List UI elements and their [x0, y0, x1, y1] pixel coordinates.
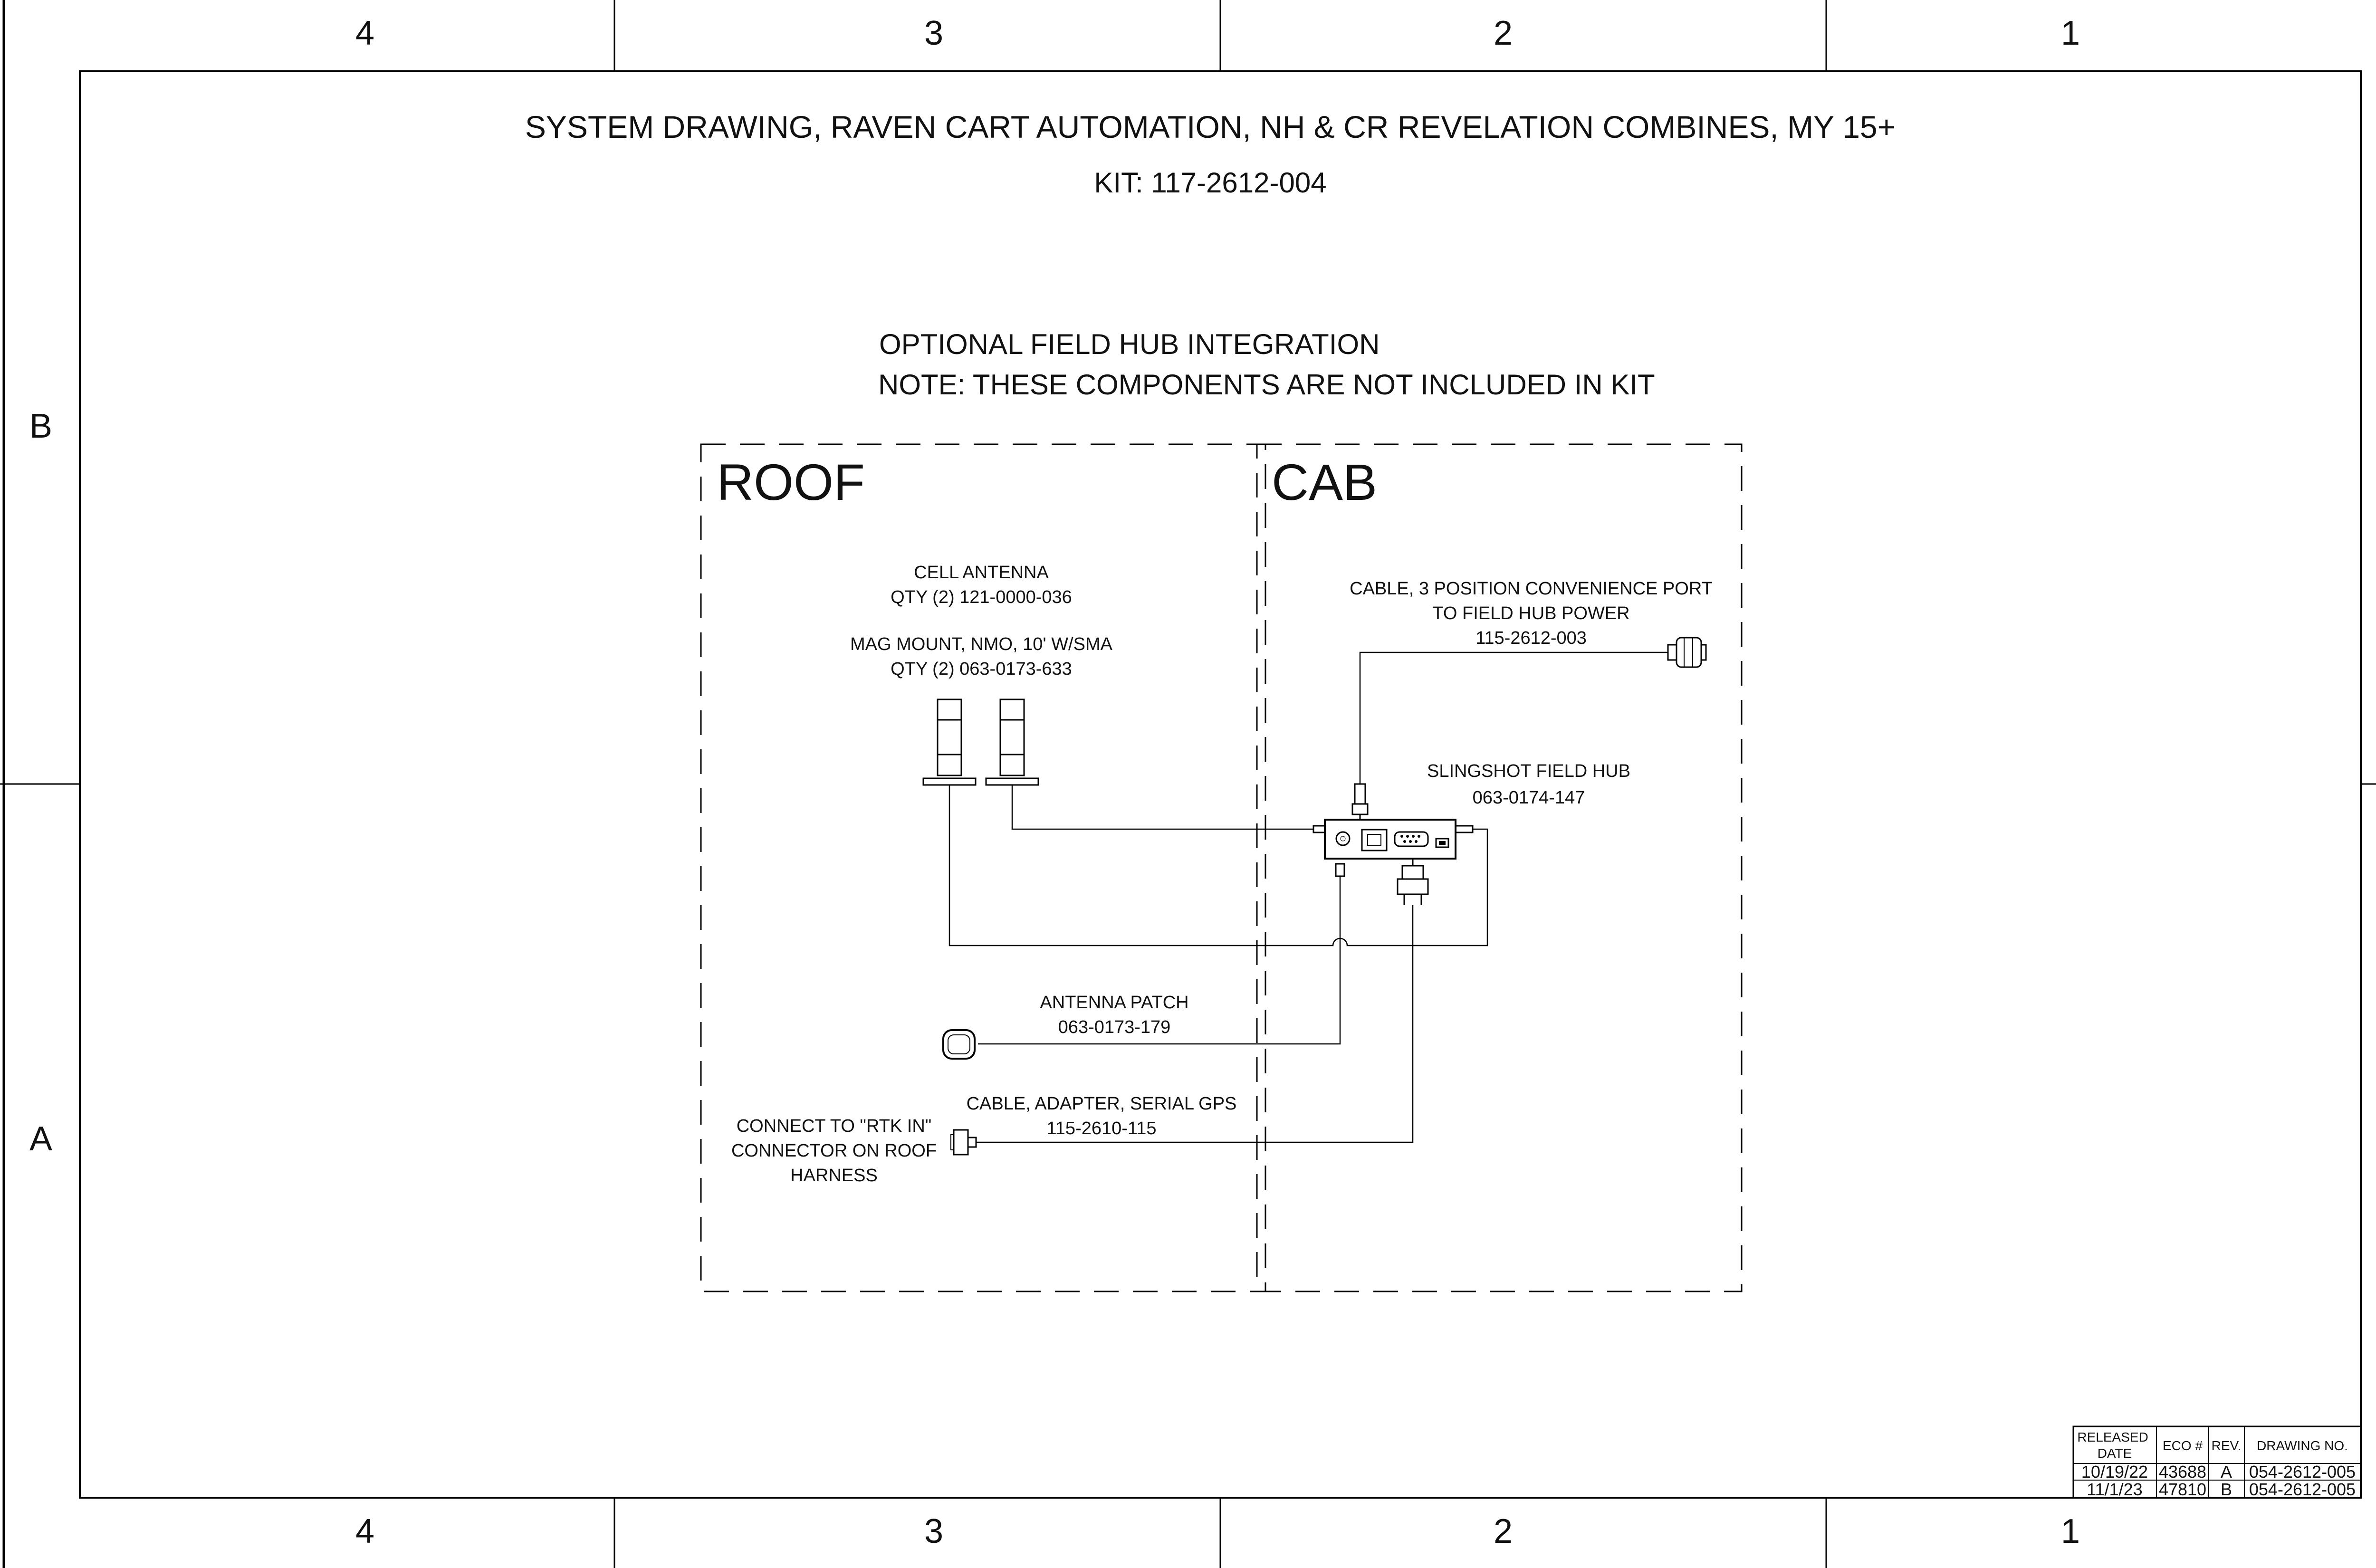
kit-number: KIT: 117-2612-004: [1094, 167, 1326, 199]
label-antenna-patch: ANTENNA PATCH 063-0173-179: [1040, 993, 1188, 1037]
zone-row-left-b: B: [29, 407, 52, 445]
cell-antenna-right: [985, 698, 1039, 786]
optional-note: NOTE: THESE COMPONENTS ARE NOT INCLUDED …: [878, 369, 1655, 401]
zone-col-top-3: 3: [924, 14, 943, 52]
label-serial-gps-cable: CABLE, ADAPTER, SERIAL GPS 115-2610-115: [967, 1094, 1237, 1138]
rev-row2-rev: B: [2221, 1480, 2232, 1499]
rev-header-date-line2: DATE: [2098, 1446, 2132, 1461]
label-field-hub-line-1: SLINGSHOT FIELD HUB: [1427, 761, 1630, 781]
label-field-hub-line-2: 063-0174-147: [1473, 788, 1585, 808]
label-serial-gps-cable-text: CABLE, ADAPTER, SERIAL GPS 115-2610-115: [967, 1094, 1237, 1138]
zone-col-top-2: 2: [1494, 14, 1513, 52]
area-boundaries: [700, 443, 1743, 1292]
label-mag-mount-line-2: QTY (2) 063-0173-633: [891, 659, 1072, 679]
hub-serial-connector: [1397, 859, 1429, 905]
area-label-roof: ROOF: [717, 453, 865, 511]
rev-header-eco: ECO #: [2163, 1438, 2203, 1453]
label-field-hub: SLINGSHOT FIELD HUB 063-0174-147: [1427, 761, 1630, 808]
label-power-cable-line-1: CABLE, 3 POSITION CONVENIENCE PORT: [1350, 579, 1713, 599]
rev-row1-eco: 43688: [2159, 1462, 2206, 1482]
label-power-cable: CABLE, 3 POSITION CONVENIENCE PORT TO FIE…: [1350, 579, 1713, 648]
field-hub-unit: [1313, 819, 1474, 860]
label-mag-mount-text: MAG MOUNT, NMO, 10' W/SMA QTY (2) 063-017…: [850, 634, 1113, 679]
label-cell-antenna-line-2: QTY (2) 121-0000-036: [891, 587, 1072, 607]
rev-row2-eco: 47810: [2159, 1480, 2206, 1499]
wiring: [948, 651, 1668, 1143]
serial-gps-connector: [950, 1129, 977, 1156]
label-mag-mount: MAG MOUNT, NMO, 10' W/SMA QTY (2) 063-017…: [850, 634, 1113, 679]
label-rtk-note-line-3: HARNESS: [790, 1166, 878, 1186]
zone-col-top-1: 1: [2061, 14, 2080, 52]
label-antenna-patch-text: ANTENNA PATCH 063-0173-179: [1040, 993, 1188, 1037]
zone-col-bottom-4: 4: [355, 1512, 374, 1550]
zone-col-bottom-3: 3: [924, 1512, 943, 1550]
zone-row-left-a: A: [29, 1120, 52, 1158]
zone-col-bottom-1: 1: [2061, 1512, 2080, 1550]
area-label-cab: CAB: [1272, 453, 1377, 511]
rev-row2-drawing-no: 054-2612-005: [2249, 1480, 2356, 1499]
convenience-port-connector: [1667, 637, 1707, 668]
label-field-hub-text: SLINGSHOT FIELD HUB 063-0174-147: [1427, 761, 1630, 808]
label-antenna-patch-line-2: 063-0173-179: [1058, 1017, 1171, 1037]
label-power-cable-text: CABLE, 3 POSITION CONVENIENCE PORT TO FIE…: [1350, 579, 1713, 648]
label-cell-antenna-text: CELL ANTENNA QTY (2) 121-0000-036: [891, 563, 1072, 607]
rev-row2-date: 11/1/23: [2087, 1480, 2142, 1499]
rev-row1-drawing-no: 054-2612-005: [2249, 1462, 2356, 1482]
zone-markers: 4 3 2 1 4 3 2 1 B A B A: [29, 14, 2080, 1550]
rev-header-date: RELEASED DATE: [2077, 1430, 2152, 1461]
label-antenna-patch-line-1: ANTENNA PATCH: [1040, 993, 1188, 1013]
label-rtk-note-line-2: CONNECTOR ON ROOF: [731, 1141, 937, 1161]
antenna-patch-puck: [942, 1029, 976, 1060]
rev-header-date-line1: RELEASED: [2077, 1430, 2148, 1444]
label-rtk-note-line-1: CONNECT TO "RTK IN": [737, 1116, 932, 1136]
rev-row1-rev: A: [2221, 1462, 2232, 1482]
revision-block: RELEASED DATE ECO # REV. DRAWING NO. 10/…: [2072, 1425, 2362, 1499]
optional-heading: OPTIONAL FIELD HUB INTEGRATION: [879, 328, 1380, 360]
label-cell-antenna: CELL ANTENNA QTY (2) 121-0000-036: [891, 563, 1072, 607]
zone-col-bottom-2: 2: [1494, 1512, 1513, 1550]
rev-row1-date: 10/19/22: [2081, 1462, 2148, 1482]
label-mag-mount-line-1: MAG MOUNT, NMO, 10' W/SMA: [850, 634, 1113, 654]
label-rtk-note-text: CONNECT TO "RTK IN" CONNECTOR ON ROOF HARN…: [731, 1116, 937, 1186]
label-serial-gps-cable-line-2: 115-2610-115: [1046, 1119, 1156, 1138]
rev-header-drawing-no: DRAWING NO.: [2257, 1438, 2348, 1453]
label-power-cable-line-3: 115-2612-003: [1475, 628, 1587, 648]
label-serial-gps-cable-line-1: CABLE, ADAPTER, SERIAL GPS: [967, 1094, 1237, 1114]
label-cell-antenna-line-1: CELL ANTENNA: [914, 563, 1049, 583]
label-power-cable-line-2: TO FIELD HUB POWER: [1432, 603, 1629, 623]
zone-col-top-4: 4: [355, 14, 374, 52]
drawing-title: SYSTEM DRAWING, RAVEN CART AUTOMATION, N…: [525, 109, 1896, 144]
rev-header-rev: REV.: [2212, 1438, 2242, 1453]
label-rtk-note: CONNECT TO "RTK IN" CONNECTOR ON ROOF HARN…: [731, 1116, 937, 1186]
